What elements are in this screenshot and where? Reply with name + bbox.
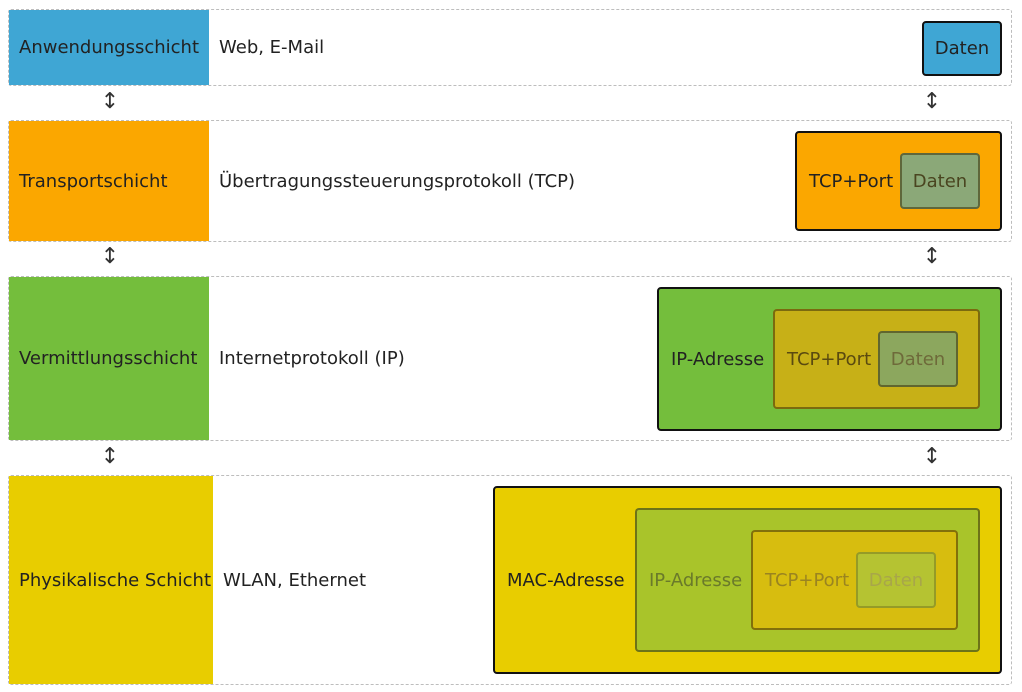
packet-mac-label: MAC-Adresse — [507, 569, 625, 591]
layer-name-transport: Transportschicht — [9, 121, 209, 241]
arrow-right-3: ↕ — [922, 444, 942, 469]
packet-ip: IP-Adresse TCP+Port Daten — [635, 508, 980, 652]
packet-tcp: TCP+Port Daten — [795, 131, 1002, 231]
packet-tcp-label: TCP+Port — [787, 348, 872, 370]
arrow-right-1: ↕ — [922, 89, 942, 114]
layer-row-application: Anwendungsschicht Web, E-Mail Daten — [8, 9, 1012, 86]
packet-tcp: TCP+Port Daten — [751, 530, 958, 630]
packet-mac: MAC-Adresse IP-Adresse TCP+Port Daten — [493, 486, 1002, 674]
packet-tcp-label: TCP+Port — [765, 569, 850, 591]
packet-daten: Daten — [900, 153, 980, 209]
packet-daten-label: Daten — [868, 569, 924, 591]
layer-row-network: Vermittlungsschicht Internetprotokoll (I… — [8, 276, 1012, 441]
protocol-application: Web, E-Mail — [219, 37, 325, 58]
protocol-network: Internetprotokoll (IP) — [219, 348, 405, 369]
packet-tcp-label: TCP+Port — [809, 170, 894, 192]
packet-daten: Daten — [878, 331, 958, 387]
arrow-left-3: ↕ — [100, 444, 120, 469]
arrow-left-1: ↕ — [100, 89, 120, 114]
layer-row-transport: Transportschicht Übertragungssteuerungsp… — [8, 120, 1012, 242]
packet-ip: IP-Adresse TCP+Port Daten — [657, 287, 1002, 431]
packet-daten-label: Daten — [912, 170, 968, 192]
arrow-right-2: ↕ — [922, 244, 942, 269]
packet-tcp: TCP+Port Daten — [773, 309, 980, 409]
protocol-physical: WLAN, Ethernet — [223, 569, 366, 591]
layer-name-application: Anwendungsschicht — [9, 10, 209, 85]
protocol-transport: Übertragungssteuerungsprotokoll (TCP) — [219, 170, 576, 192]
packet-daten-label: Daten — [934, 38, 990, 59]
packet-daten: Daten — [856, 552, 936, 608]
packet-daten-label: Daten — [890, 348, 946, 370]
layer-name-network: Vermittlungsschicht — [9, 277, 209, 440]
packet-daten: Daten — [922, 21, 1002, 76]
arrow-left-2: ↕ — [100, 244, 120, 269]
packet-ip-label: IP-Adresse — [649, 569, 743, 591]
packet-ip-label: IP-Adresse — [671, 348, 765, 370]
layer-row-physical: Physikalische Schicht WLAN, Ethernet MAC… — [8, 475, 1012, 685]
layer-name-physical: Physikalische Schicht — [9, 476, 213, 684]
